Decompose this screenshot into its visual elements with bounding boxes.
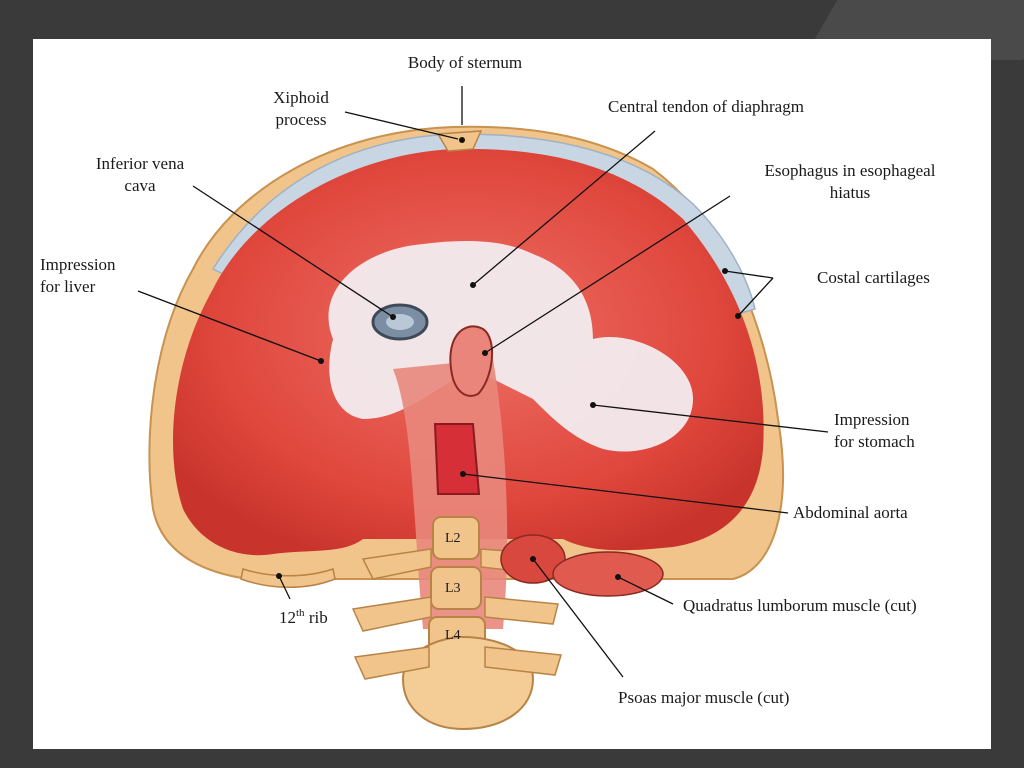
label-impression-stomach: Impression for stomach bbox=[834, 410, 915, 451]
label-quadratus-lumborum: Quadratus lumborum muscle (cut) bbox=[683, 596, 917, 615]
label-psoas-major: Psoas major muscle (cut) bbox=[618, 688, 790, 707]
slide: Body of sternum Xiphoid process Central … bbox=[33, 39, 991, 749]
label-xiphoid-process: Xiphoid process bbox=[273, 88, 329, 129]
label-l3: L3 bbox=[445, 581, 461, 596]
vertebra-l3 bbox=[430, 566, 482, 610]
label-costal-cartilages: Costal cartilages bbox=[817, 268, 930, 287]
label-l4: L4 bbox=[445, 628, 461, 643]
label-esophagus: Esophagus in esophageal hiatus bbox=[764, 161, 936, 202]
label-central-tendon: Central tendon of diaphragm bbox=[608, 97, 804, 116]
diaphragm-illustration bbox=[137, 86, 829, 731]
label-l2: L2 bbox=[445, 531, 461, 546]
esophagus bbox=[449, 325, 494, 397]
label-inferior-vena-cava: Inferior vena cava bbox=[95, 154, 185, 195]
leader-lines bbox=[137, 86, 829, 678]
label-body-of-sternum: Body of sternum bbox=[407, 53, 523, 72]
leader-dots bbox=[276, 137, 741, 580]
label-12th-rib: 12th rib bbox=[279, 607, 328, 627]
quadratus-lumborum-cut bbox=[552, 551, 664, 597]
twelfth-rib bbox=[240, 568, 336, 588]
label-impression-liver: Impression for liver bbox=[40, 255, 116, 296]
label-abdominal-aorta: Abdominal aorta bbox=[793, 503, 908, 522]
vertebra-l2 bbox=[432, 516, 480, 560]
abdominal-aorta bbox=[433, 423, 481, 495]
